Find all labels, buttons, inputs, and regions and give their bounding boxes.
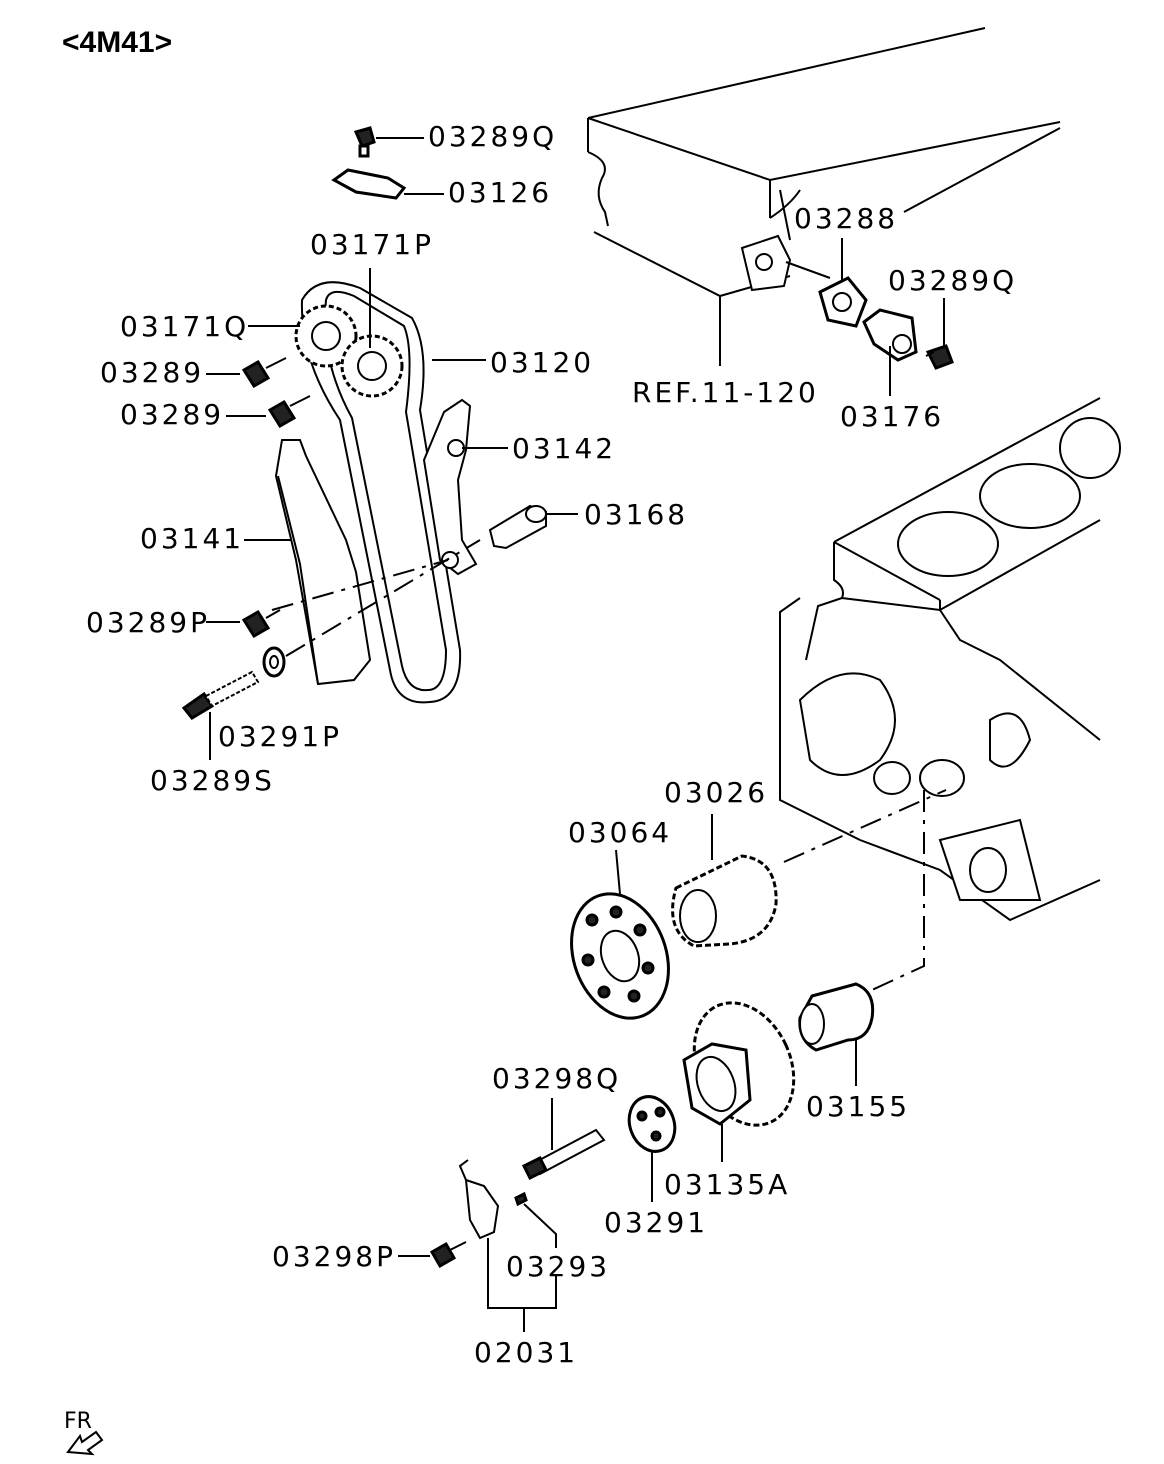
part-03155-bushing bbox=[798, 982, 875, 1052]
part-03289-bolt-a bbox=[241, 357, 287, 389]
part-03135a-gear-assembly bbox=[682, 1001, 796, 1127]
cylinder-block-illustration bbox=[779, 397, 1121, 922]
label-03171p: 03171P bbox=[310, 228, 434, 261]
part-03289q-bolt-right bbox=[925, 344, 954, 370]
label-ref-11-120: REF.11-120 bbox=[632, 376, 819, 409]
label-03135a: 03135A bbox=[664, 1168, 790, 1201]
label-03171q: 03171Q bbox=[120, 310, 249, 343]
part-03291p-washer bbox=[262, 646, 286, 678]
label-03288: 03288 bbox=[794, 202, 898, 235]
part-03289-bolt-b bbox=[267, 395, 311, 429]
label-03289-b: 03289 bbox=[120, 398, 224, 431]
label-02031: 02031 bbox=[474, 1336, 578, 1369]
cylinder-head-illustration bbox=[587, 27, 1061, 362]
part-03142-tensioner-lever bbox=[422, 398, 478, 576]
part-03120-timing-chain bbox=[300, 281, 462, 704]
label-03291p: 03291P bbox=[218, 720, 342, 753]
label-03126: 03126 bbox=[448, 176, 552, 209]
part-03176-chain-tensioner bbox=[862, 308, 918, 362]
part-02031-sensor bbox=[458, 1159, 500, 1240]
part-03289p-bolt bbox=[241, 609, 281, 639]
part-03289s-stud bbox=[181, 670, 260, 720]
label-03298q: 03298Q bbox=[492, 1062, 621, 1095]
label-03289q-top: 03289Q bbox=[428, 120, 557, 153]
part-03289q-bolt-top bbox=[353, 126, 376, 158]
fr-arrow-icon bbox=[66, 1430, 104, 1456]
label-03155: 03155 bbox=[806, 1090, 910, 1123]
label-03176: 03176 bbox=[840, 400, 944, 433]
label-03289s: 03289S bbox=[150, 764, 275, 797]
fr-label: FR bbox=[64, 1409, 92, 1434]
part-03141-chain-guide bbox=[274, 439, 372, 686]
part-03026-gear bbox=[671, 854, 778, 948]
part-03291-plate bbox=[627, 1095, 677, 1153]
alignment-line-gear bbox=[783, 789, 947, 863]
label-03142: 03142 bbox=[512, 432, 616, 465]
label-03289q-right: 03289Q bbox=[888, 264, 1017, 297]
part-03168-pivot-bolt bbox=[488, 504, 547, 550]
label-03289p: 03289P bbox=[86, 606, 210, 639]
leader-lines bbox=[206, 127, 1061, 1332]
label-03298p: 03298P bbox=[272, 1240, 396, 1273]
label-03064: 03064 bbox=[568, 816, 672, 849]
label-03291: 03291 bbox=[604, 1206, 708, 1239]
part-03171p-sprocket bbox=[340, 334, 404, 398]
diagram-title: <4M41> bbox=[62, 26, 172, 59]
alignment-line-washer bbox=[285, 539, 481, 657]
label-03168: 03168 bbox=[584, 498, 688, 531]
label-03293: 03293 bbox=[506, 1250, 610, 1283]
alignment-line-upper bbox=[271, 559, 449, 611]
label-03141: 03141 bbox=[140, 522, 244, 555]
part-03288-gasket bbox=[818, 276, 868, 328]
part-03298p-bolt bbox=[429, 1241, 467, 1269]
label-03289-a: 03289 bbox=[100, 356, 204, 389]
label-03120: 03120 bbox=[490, 346, 594, 379]
part-03293-pin bbox=[514, 1191, 528, 1207]
alignment-line-bushing bbox=[871, 790, 925, 991]
part-03298q-shaft bbox=[521, 1128, 606, 1181]
part-03126-guide-plate bbox=[331, 168, 407, 200]
part-03064-plate bbox=[570, 892, 670, 1020]
part-03171q-sprocket bbox=[294, 304, 358, 368]
label-03026: 03026 bbox=[664, 776, 768, 809]
